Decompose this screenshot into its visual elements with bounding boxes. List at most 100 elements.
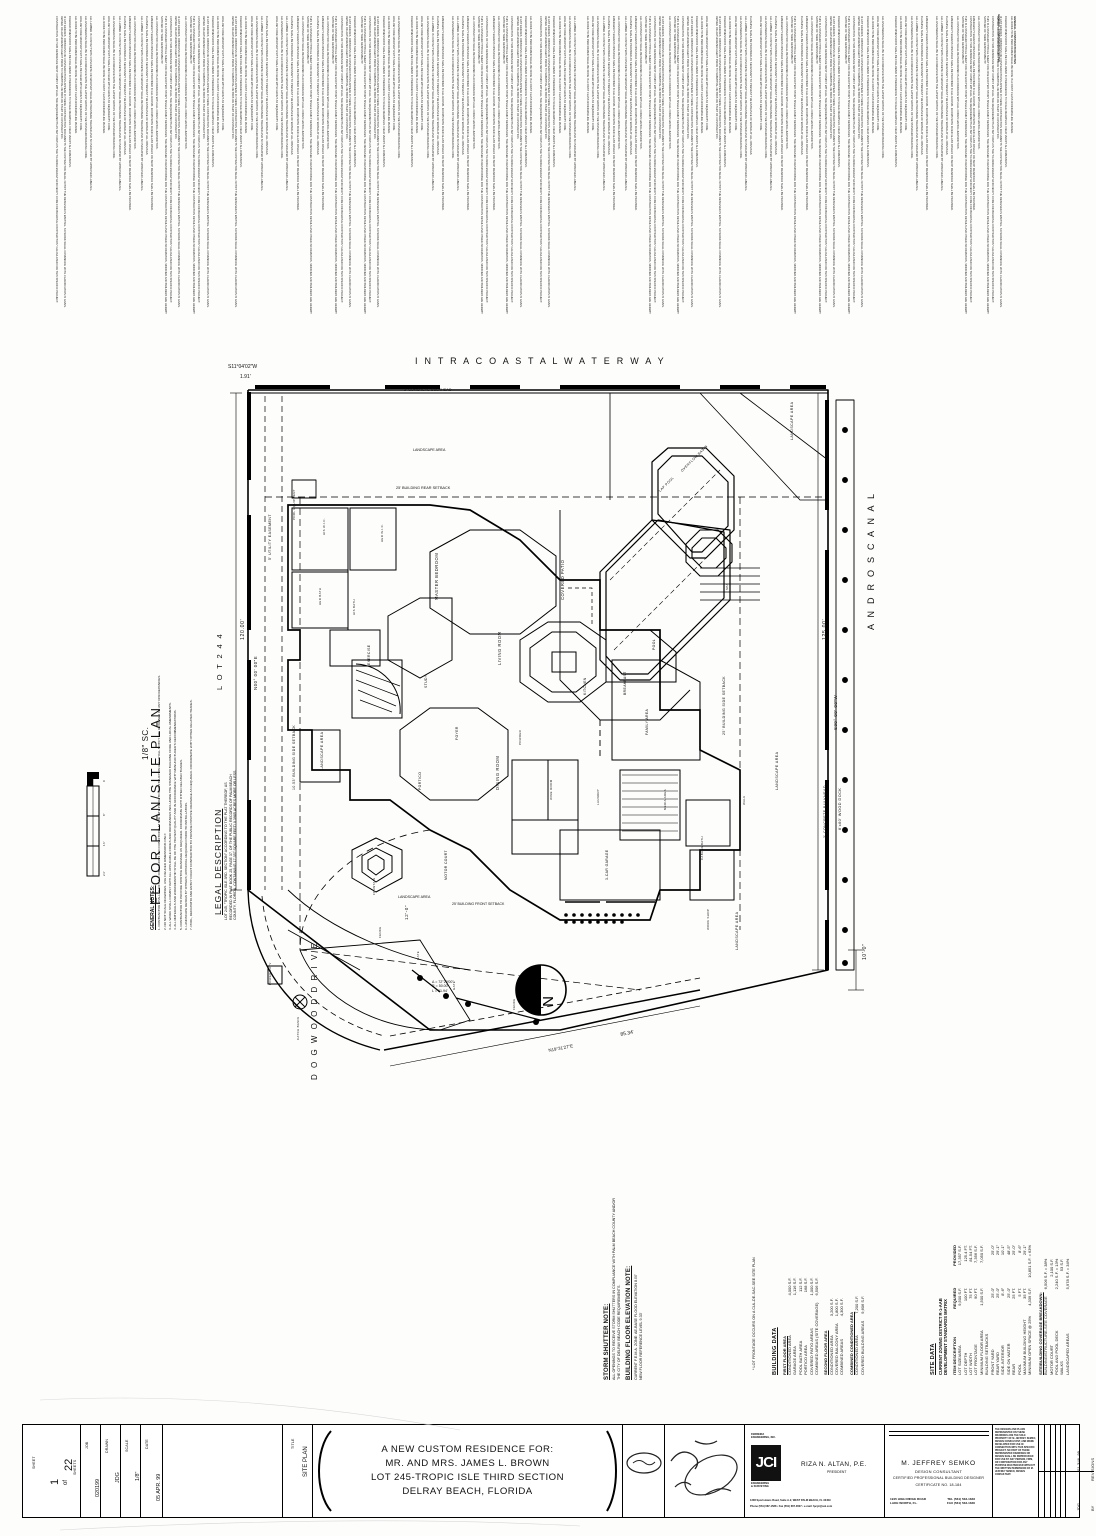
engineer-firm-line-2: ENGINEERING, INC.	[751, 1436, 776, 1440]
project-line-4: DELRAY BEACH, FLORIDA	[402, 1485, 533, 1497]
dim-left-length: 120.00'	[240, 618, 246, 640]
room-label: POWER/CATV	[268, 962, 272, 985]
site-data-footnote: * LOT FRONTAGE OCCURS ON A CUL-DE-SAC-SE…	[752, 1257, 756, 1370]
engineer-firm-line-1: FERREIRA	[751, 1433, 765, 1436]
room-label: POOL	[652, 638, 656, 650]
title-cell: TITLE SITE PLAN	[283, 1425, 313, 1517]
label-landscape-area: LANDSCAPE AREA	[320, 731, 324, 770]
room-label: MEDIA AREA	[663, 789, 667, 810]
room-label: PORTICO	[418, 771, 422, 790]
dim-right-offset: 10'-0"	[862, 943, 868, 960]
designer-certification: CERTIFIED PROFESSIONAL BUILDING DESIGNER	[892, 1475, 985, 1480]
designer-cell: M. JEFFREY SEMKO DESIGN CONSULTANT CERTI…	[885, 1425, 993, 1517]
label-side-setback-left: 10.53' BUILDING SIDE SETBACK	[292, 724, 296, 790]
sheet-number: 1	[49, 1478, 61, 1485]
label-landscape-area: LANDSCAPE AREA	[790, 401, 794, 440]
dim-right-bearing: S90° 00' 00"W	[833, 694, 838, 730]
date-label: DATE	[145, 1439, 149, 1449]
building-data-title: BUILDING DATA	[772, 1327, 778, 1375]
revision-date-col: 01 JUN. 99 JDG	[1066, 1425, 1081, 1517]
room-label: WALK	[742, 795, 746, 805]
development-standards: DEVELOPMENT STANDARDS MATRIX	[943, 1299, 949, 1375]
label-fence: FENCE	[378, 926, 382, 938]
label-rear-setback: 25' BUILDING REAR SETBACK	[396, 486, 451, 490]
site-data-table: SITE DATA CURRENT ZONING DISTRICT R-1-AA…	[930, 1235, 1070, 1375]
title-label: TITLE	[291, 1438, 295, 1449]
room-label: WINE ROOM	[549, 779, 553, 800]
room-label: HIS W.I.C.	[322, 518, 326, 535]
label-landscape-area: LANDSCAPE AREA	[413, 448, 446, 452]
revisions-label: REVISIONS	[1090, 1457, 1095, 1481]
logo-sub-1: ARCHITECTURE	[751, 1479, 772, 1482]
designer-address-1: 1915 HIGH RIDGE ROAD	[890, 1497, 927, 1501]
room-label: LAUNDRY	[596, 788, 600, 805]
label-front-setback: 25' BUILDING FRONT SETBACK	[452, 902, 505, 906]
room-label: HIS BATH	[352, 599, 356, 615]
drawn-cell: DRAWN JDG	[101, 1425, 121, 1517]
designer-tel: TEL (561) 533-1846	[947, 1497, 976, 1501]
room-label: 3-CAR GARAGE	[605, 849, 609, 880]
engineer-address: 1208 Sportsmans Road, Suite A-2, WEST PA…	[750, 1499, 831, 1502]
room-label: BREAKFAST	[623, 671, 627, 695]
room-label: LIVING ROOM	[497, 631, 502, 665]
label-intracoastal-waterway: I N T R A C O A S T A L W A T E R W A Y	[415, 356, 666, 366]
label-landscape-area: LANDSCAPE AREA	[735, 911, 739, 950]
handwritten-markup-icon	[670, 1440, 738, 1496]
building-data-table: BUILDING DATA FIRST FLOOR AREA CONDITION…	[772, 1268, 865, 1375]
label-andros-canal: A N D R O S C A N A L	[866, 491, 876, 630]
table-row: MINIMUM OPEN SPACE @ 25%4,339 S.F.10,851…	[1027, 1244, 1033, 1375]
designer-role: DESIGN CONSULTANT	[914, 1468, 963, 1474]
floor-elevation-note-title: BUILDING FLOOR ELEVATION NOTE:	[626, 1265, 632, 1380]
scale-cell: SCALE 1/8"	[121, 1425, 141, 1517]
storm-shutter-note: STORM SHUTTER NOTE: ALL OPENINGS TO RECE…	[604, 1190, 622, 1380]
room-label: MOTOR COURT	[444, 850, 448, 880]
revisions-header-col: REVISIONS BY	[1080, 1425, 1095, 1517]
curve-data: Δ = 72°29'00" R = 50.00' L = 61.94'	[432, 980, 454, 993]
svg-text:N: N	[539, 996, 556, 1007]
designer-name: M. JEFFREY SEMKO	[901, 1459, 976, 1467]
scale-label: SCALE	[125, 1439, 129, 1452]
revision-by-label: BY	[1090, 1505, 1095, 1511]
copyright-cell: THE DESIGNS AND PLANS REPRESENTED ON THE…	[993, 1425, 1039, 1517]
room-label: CATCH BASIN	[296, 1016, 300, 1040]
logo-sub-2: ENGINEERING	[751, 1482, 770, 1486]
room-label: DINING ROOM	[495, 755, 500, 790]
sheet-cell: SHEET 1 of 22 SHEETS	[23, 1425, 81, 1517]
table-row: COMBINED AREAS (SITE COVERAGE)6,506 S.F.	[813, 1277, 819, 1375]
dim-right-length: 125.00'	[822, 618, 828, 640]
storm-shutter-note-body: ALL OPENINGS TO RECEIVE STORM SHUTTERS I…	[611, 1197, 621, 1380]
label-gate: GATE	[452, 980, 456, 990]
engineer-name: RIZA N. ALTAN, P.E.	[801, 1461, 867, 1468]
room-label: CABANA BATH	[700, 836, 704, 860]
label-utility-easement: 5' UTILITY EASEMENT	[268, 514, 272, 560]
label-bulkhead-top: 3' CONCRETE BULKHEAD	[404, 388, 452, 392]
room-label: WORK SHOP	[706, 908, 710, 930]
engineer-role: PRESIDENT	[827, 1470, 847, 1474]
label-landscape-area: LANDSCAPE AREA	[775, 751, 779, 790]
room-label: HER BATH	[318, 587, 322, 605]
approval-cell[interactable]	[623, 1425, 665, 1517]
site-data-title: SITE DATA	[930, 1343, 936, 1375]
label-gate: GATE	[416, 950, 420, 960]
room-label: STUDY	[424, 674, 428, 688]
project-line-1: A NEW CUSTOM RESIDENCE FOR:	[381, 1444, 554, 1455]
room-label: KITCHEN	[583, 677, 587, 695]
drawn-label: DRAWN	[105, 1438, 109, 1453]
sheet-of: of	[63, 1479, 69, 1485]
room-label: HER W.I.C.	[380, 523, 384, 542]
dim-gate-width: 12'-0"	[404, 904, 409, 920]
date-value: 05 APR. 99	[156, 1473, 162, 1501]
copyright-text: THE DESIGNS AND PLANS REPRESENTED ON THE…	[995, 1429, 1036, 1476]
room-label: MASTER BEDROOM	[434, 552, 439, 600]
title-value: SITE PLAN	[303, 1446, 309, 1477]
designer-address-2: LAKE WORTH, FL.	[890, 1501, 918, 1506]
room-label: COVERED PATIO	[560, 559, 565, 600]
approval-scribble-icon	[626, 1452, 662, 1474]
markup-cell[interactable]	[665, 1425, 745, 1517]
